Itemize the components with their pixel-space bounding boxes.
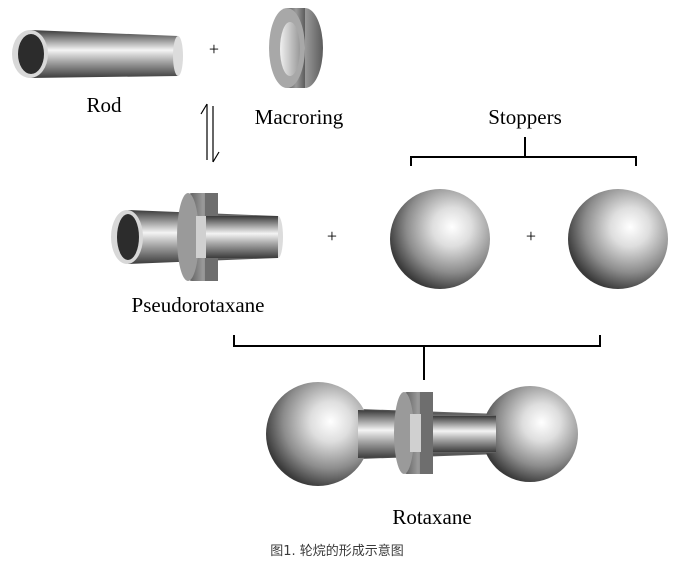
- plus-stoppers: +: [526, 226, 536, 246]
- stoppers-bracket: [410, 137, 637, 166]
- rod-shape: [12, 30, 183, 78]
- rotaxane-label: Rotaxane: [392, 505, 471, 529]
- diagram-canvas: Rod + Macroring Stoppers Pseudorotaxane …: [12, 8, 668, 529]
- plus-pseudo-stopper: +: [327, 226, 337, 246]
- pseudorotaxane-shape: [111, 193, 283, 281]
- macroring-shape: [269, 8, 323, 88]
- stopper-ball-right: [568, 189, 668, 289]
- plus-rod-ring: +: [209, 39, 219, 59]
- stoppers-label: Stoppers: [488, 105, 562, 129]
- figure-caption: 图1. 轮烷的形成示意图: [270, 544, 404, 559]
- equilibrium-arrow: [200, 103, 220, 163]
- rod-label: Rod: [86, 93, 122, 117]
- pseudorotaxane-label: Pseudorotaxane: [132, 293, 265, 317]
- combine-bracket: [233, 335, 601, 380]
- stopper-ball-left: [390, 189, 490, 289]
- rotaxane-shape: [266, 382, 578, 486]
- macroring-label: Macroring: [255, 105, 344, 129]
